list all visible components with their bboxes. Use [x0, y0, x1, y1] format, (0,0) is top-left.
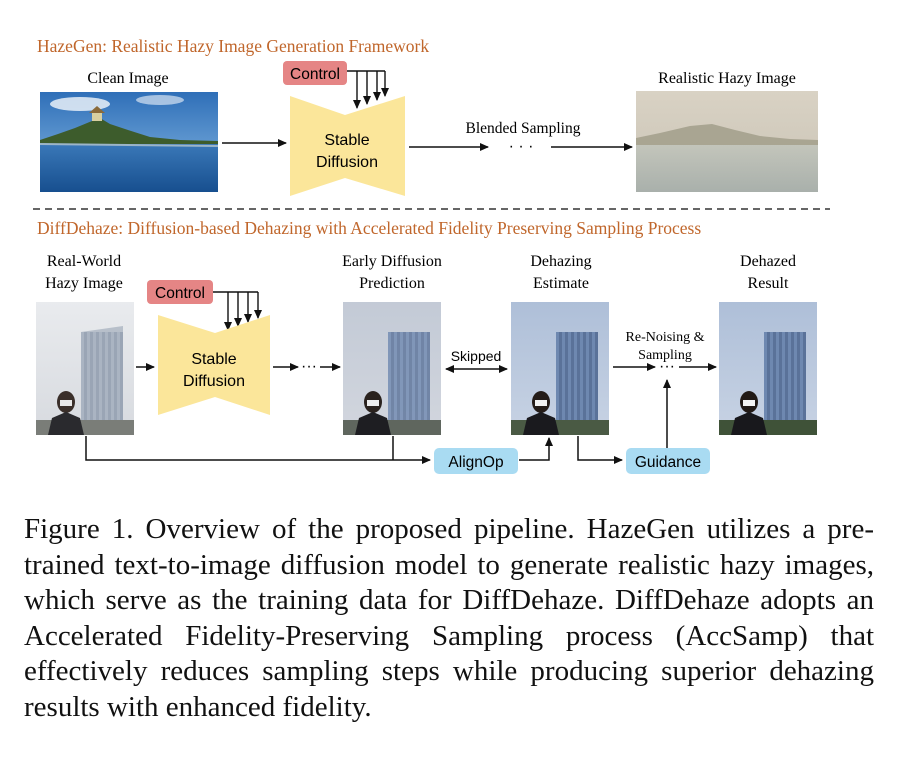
caption-text: Figure 1. Overview of the proposed pipel…	[24, 513, 874, 723]
hazy-image-label: Realistic Hazy Image	[658, 70, 796, 87]
sd-top-line2: Diffusion	[316, 154, 378, 171]
renoise-label-line2: Sampling	[638, 348, 692, 363]
alignop-box	[434, 448, 518, 474]
diffdehaze-title: DiffDehaze: Diffusion-based Dehazing wit…	[37, 218, 701, 238]
clean-image	[39, 92, 219, 192]
input-label-line2: Hazy Image	[45, 275, 123, 292]
control-box-top	[283, 61, 347, 85]
guidance-label: Guidance	[635, 454, 701, 471]
figure-caption: Figure 1. Overview of the proposed pipel…	[24, 512, 874, 725]
dehazing-label-line1: Dehazing	[530, 253, 591, 270]
early-prediction-image	[343, 302, 441, 435]
stable-diffusion-bottom	[158, 315, 270, 415]
control-box-bottom	[147, 280, 213, 304]
control-label-bottom: Control	[155, 285, 205, 302]
pipeline-diagram: HazeGen: Realistic Hazy Image Generation…	[33, 36, 830, 474]
stable-diffusion-top	[290, 96, 405, 196]
result-label-line1: Dehazed	[740, 253, 796, 270]
control-label-top: Control	[290, 66, 340, 83]
alignop-connectors	[85, 379, 671, 464]
dots-bottom-1: ···	[301, 358, 317, 375]
guidance-box	[626, 448, 710, 474]
input-label-line1: Real-World	[47, 253, 121, 270]
sd-bottom-line2: Diffusion	[183, 373, 245, 390]
control-arrows-top	[347, 70, 389, 109]
dehazed-result-image	[719, 302, 817, 435]
realistic-hazy-image	[636, 91, 818, 192]
dehazing-estimate-image	[511, 302, 609, 435]
result-label-line2: Result	[748, 275, 789, 292]
control-arrows-bottom	[213, 291, 262, 331]
alignop-label: AlignOp	[448, 454, 503, 471]
hazegen-title: HazeGen: Realistic Hazy Image Generation…	[37, 36, 429, 56]
dots-top: · · ·	[509, 138, 534, 155]
skipped-label: Skipped	[451, 348, 502, 364]
real-world-hazy-image	[36, 302, 134, 435]
blended-sampling-label: Blended Sampling	[466, 120, 581, 137]
sd-top-line1: Stable	[324, 132, 369, 149]
dehazing-label-line2: Estimate	[533, 275, 589, 292]
renoise-label-line1: Re-Noising &	[626, 330, 705, 345]
dots-bottom-2: ···	[659, 358, 675, 375]
sd-bottom-line1: Stable	[191, 351, 236, 368]
early-label-line2: Prediction	[359, 275, 425, 292]
early-label-line1: Early Diffusion	[342, 253, 442, 270]
clean-image-label: Clean Image	[87, 70, 168, 87]
